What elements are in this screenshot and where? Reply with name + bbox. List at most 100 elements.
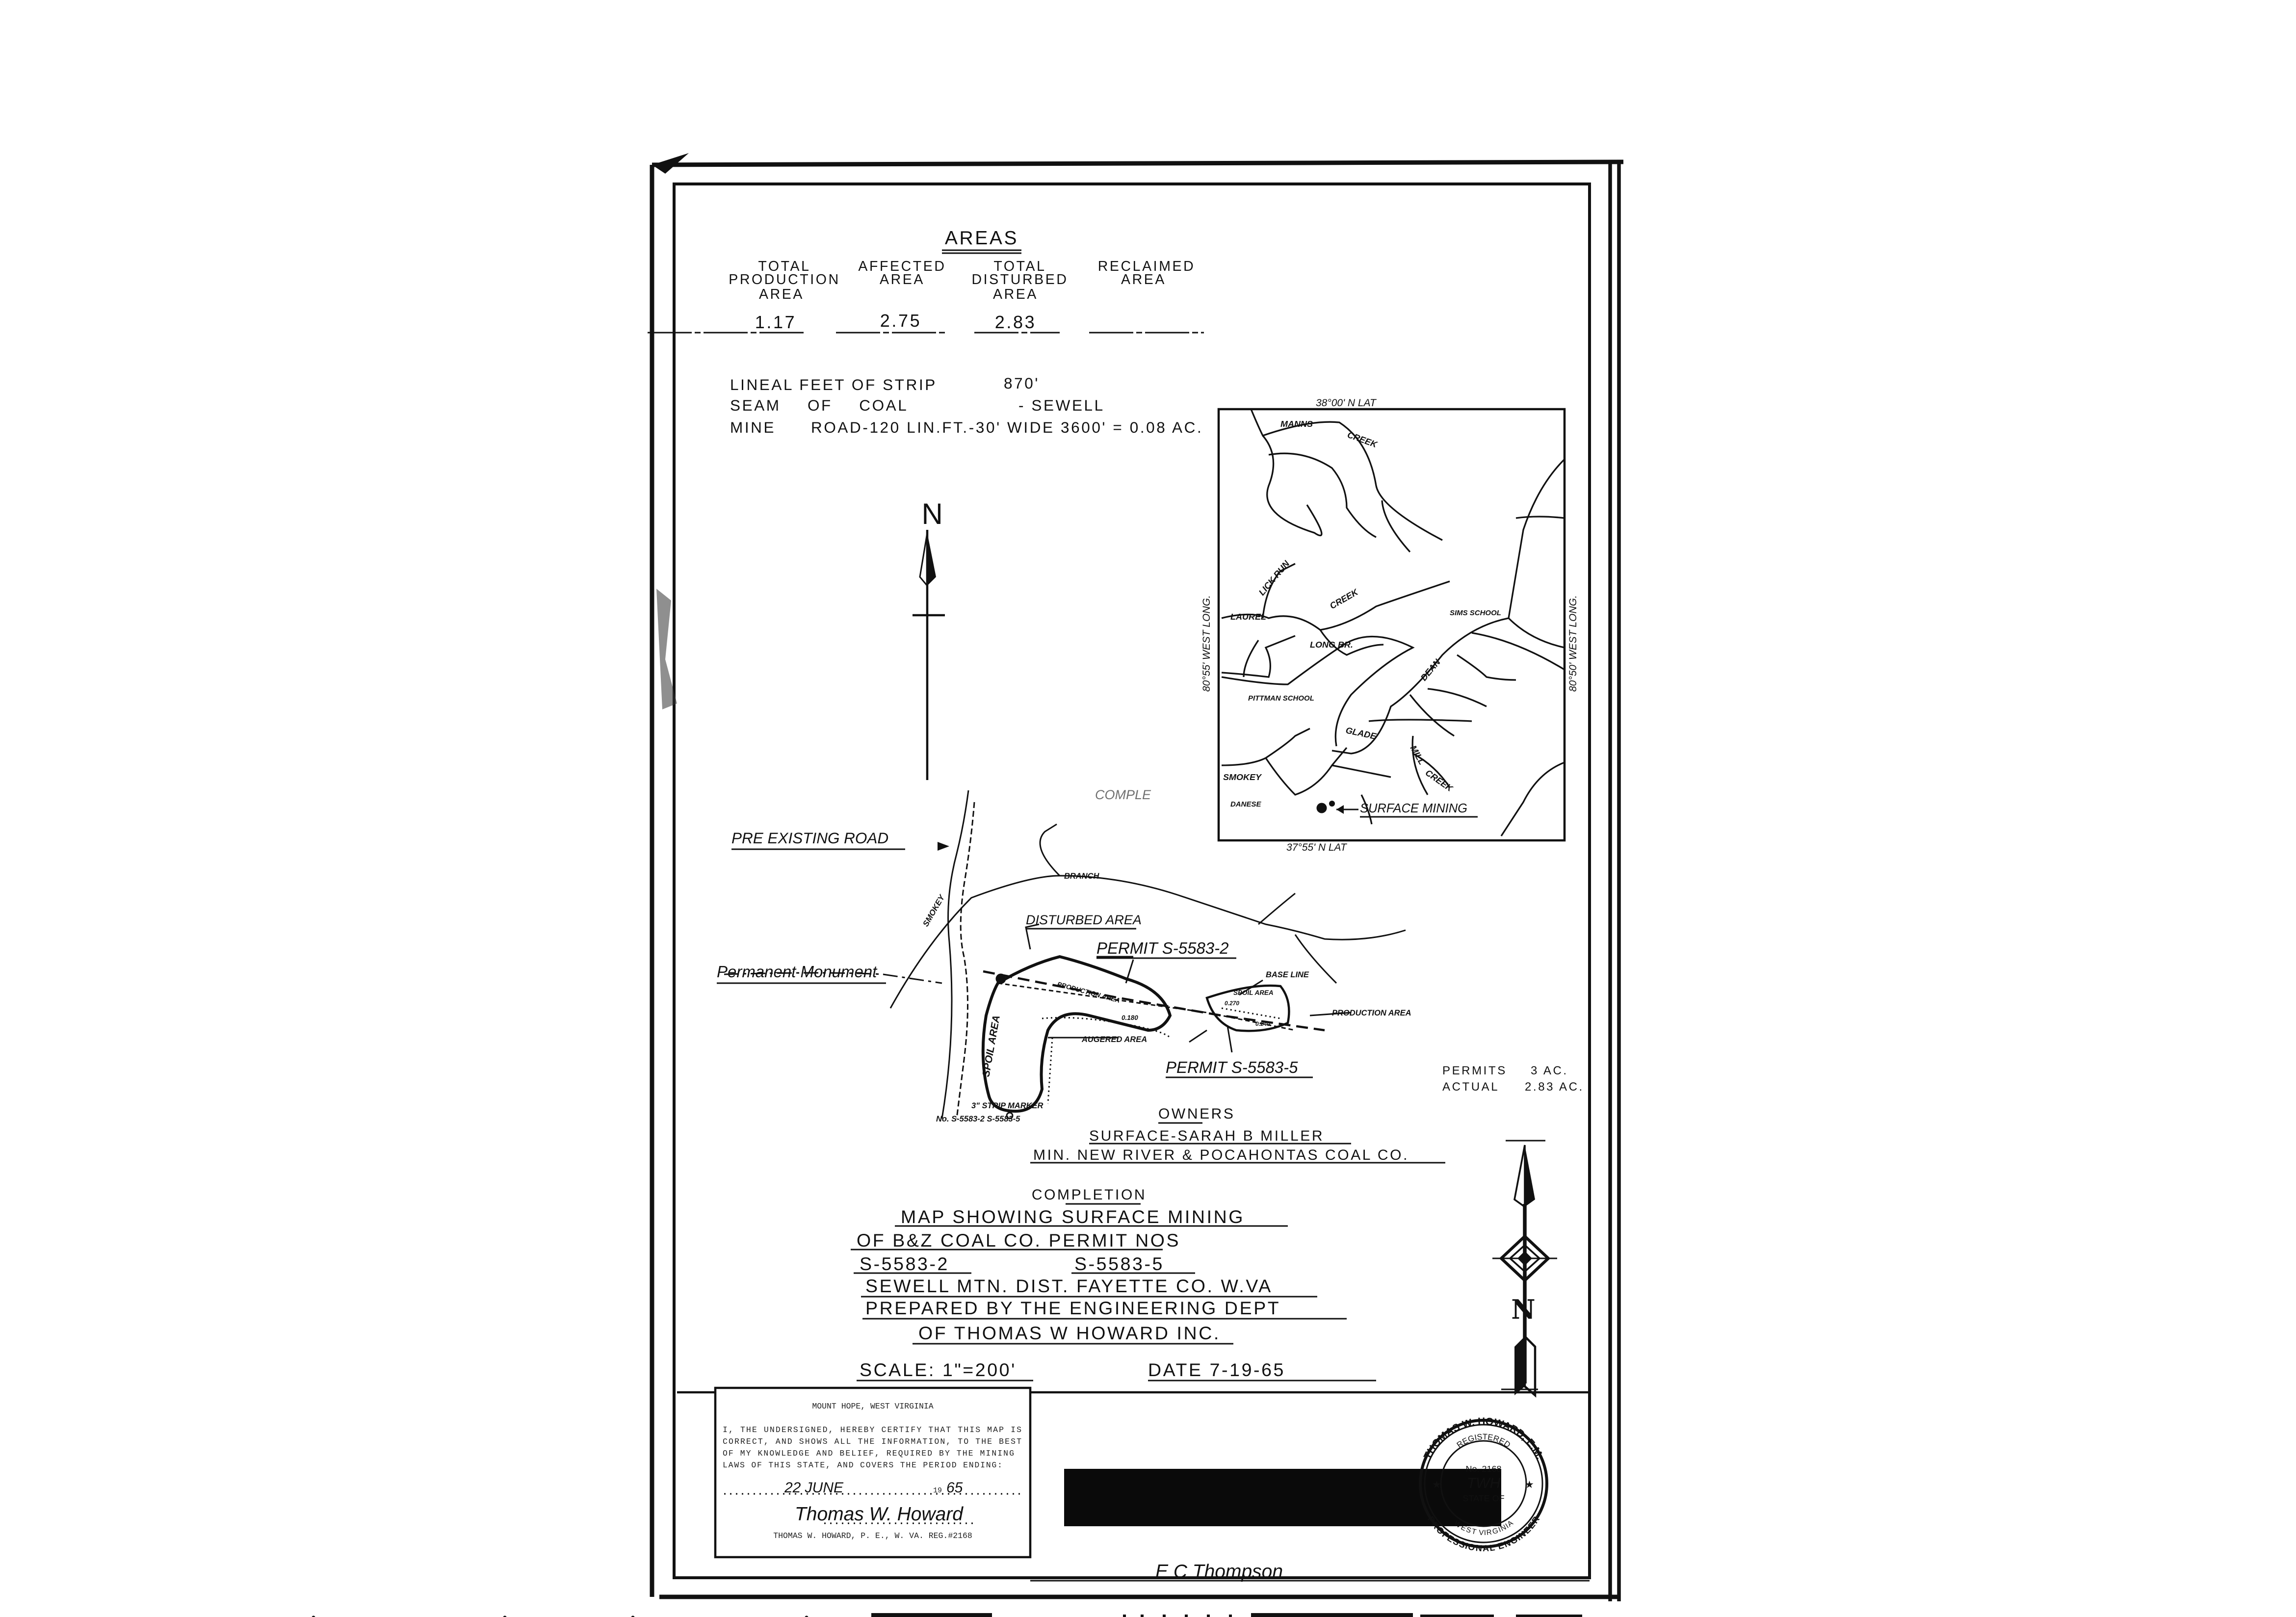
spoil-value: 0.270: [1225, 1000, 1239, 1007]
road-value: ROAD-120 LIN.FT.-30' WIDE 3600' = 0.08 A…: [811, 418, 1203, 436]
engineer-seal: THOMAS W. HOWARD, E.M. PROFESSIONAL ENGI…: [1418, 1416, 1548, 1553]
north-arrow-icon: N: [913, 497, 945, 780]
seam-value: - SEWELL: [1018, 396, 1105, 414]
title-line-1: MAP SHOWING SURFACE MINING: [901, 1206, 1245, 1227]
cert-line: CORRECT, AND SHOWS ALL THE INFORMATION, …: [723, 1437, 1021, 1446]
permit-5-label: PERMIT S-5583-5: [1166, 1058, 1298, 1076]
strip-marker-label: 3" STRIP MARKER: [971, 1101, 1044, 1110]
lat-top: 38°00' N LAT: [1316, 397, 1377, 409]
actual-value: 2.83 AC.: [1525, 1080, 1584, 1094]
permits-summary: PERMITS 3 AC. ACTUAL 2.83 AC.: [1442, 1064, 1584, 1094]
stream-label: MANNS: [1280, 419, 1313, 429]
title-block: COMPLETION MAP SHOWING SURFACE MINING OF…: [851, 1187, 1376, 1382]
branch-label: BRANCH: [1064, 872, 1100, 881]
areas-table: AREAS TOTAL PRODUCTION AREA AFFECTED ARE…: [648, 228, 1204, 334]
cert-line: OF MY KNOWLEDGE AND BELIEF, REQUIRED BY …: [723, 1449, 1014, 1458]
sheet-border: [650, 153, 1624, 1601]
approval-signature: E C Thompson: [1155, 1561, 1283, 1582]
pre-existing-road-label: PRE EXISTING ROAD: [731, 829, 888, 847]
date-label: DATE 7-19-65: [1148, 1359, 1285, 1380]
augered-area-label: AUGERED AREA: [1081, 1035, 1147, 1044]
col-header: DISTURBED: [972, 272, 1069, 287]
area-value: 2.75: [880, 311, 921, 331]
cert-date-century: 19: [933, 1487, 942, 1495]
areas-title: AREAS: [945, 228, 1018, 249]
seal-initials: TWH: [1467, 1475, 1501, 1491]
cert-line: I, THE UNDERSIGNED, HEREBY CERTIFY THAT …: [723, 1425, 1021, 1434]
seam-label: SEAM OF COAL: [730, 396, 908, 414]
col-header: AFFECTED: [858, 259, 946, 274]
area-value: 2.83: [995, 312, 1036, 332]
col-header: AREA: [759, 287, 804, 302]
stream-lines: [1221, 409, 1565, 836]
star-icon: ★: [1525, 1479, 1534, 1490]
seal-registered-text: REGISTERED: [1455, 1433, 1512, 1450]
small-value: 0.240: [1255, 1020, 1270, 1027]
surface-owner: SURFACE-SARAH B MILLER: [1089, 1128, 1324, 1144]
north-label: N: [922, 497, 945, 530]
surface-mining-label: SURFACE MINING: [1360, 802, 1467, 815]
completion-label: COMPLETION: [1032, 1187, 1147, 1203]
site-plan: COMPLE PRE EXISTING ROAD Permanent Monum…: [717, 787, 1411, 1123]
compass-label: N: [1511, 1294, 1535, 1325]
location-inset-map: 38°00' N LAT 37°55' N LAT 80°55' WEST LO…: [1201, 397, 1579, 853]
place-label: DANESE: [1230, 800, 1261, 808]
permit-number-b: S-5583-5: [1074, 1253, 1164, 1274]
col-header: RECLAIMED: [1098, 259, 1196, 274]
actual-label: ACTUAL: [1442, 1080, 1499, 1094]
permits-label: PERMITS: [1442, 1064, 1507, 1077]
stream-label: LICK RUN: [1257, 558, 1292, 597]
col-header: AREA: [880, 272, 925, 287]
permit-2-label: PERMIT S-5583-2: [1096, 939, 1228, 957]
compass-rose-icon: N: [1492, 1140, 1557, 1398]
stream-label: MILL: [1409, 744, 1427, 766]
title-line-5: PREPARED BY THE ENGINEERING DEPT: [865, 1298, 1280, 1318]
place-label: PITTMAN SCHOOL: [1248, 694, 1314, 703]
lat-bottom: 37°55' N LAT: [1286, 842, 1348, 853]
cert-date-year: 65: [946, 1480, 963, 1496]
stream-label: LONG BR.: [1310, 640, 1353, 650]
long-left: 80°55' WEST LONG.: [1201, 595, 1212, 692]
production-area-value: 0.180: [1122, 1014, 1138, 1021]
strip-details: LINEAL FEET OF STRIP 870' SEAM OF COAL -…: [730, 374, 1203, 436]
long-right: 80°50' WEST LONG.: [1567, 595, 1579, 692]
lineal-value: 870': [1004, 374, 1040, 392]
permanent-monument-label: Permanent Monument: [717, 963, 878, 981]
area-value: 1.17: [755, 312, 796, 332]
stream-label: DEAN: [1419, 657, 1443, 683]
col-header: AREA: [993, 287, 1038, 302]
stream-label: SMOKEY: [1223, 772, 1262, 782]
stream-label: LAUREL: [1230, 612, 1266, 622]
lineal-label: LINEAL FEET OF STRIP: [730, 376, 937, 393]
mineral-owner: MIN. NEW RIVER & POCAHONTAS COAL CO.: [1033, 1147, 1409, 1163]
seal-number: No. 2168: [1465, 1464, 1501, 1474]
place-label: SIMS SCHOOL: [1450, 609, 1501, 617]
cert-signer: THOMAS W. HOWARD, P. E., W. VA. REG.#216…: [773, 1531, 972, 1540]
stream-label: CREEK: [1424, 768, 1456, 794]
cert-date-day-month: 22 JUNE: [784, 1480, 844, 1496]
title-line-4: SEWELL MTN. DIST. FAYETTE CO. W.VA: [865, 1276, 1273, 1296]
scan-edge-marks: [312, 1613, 1582, 1617]
road-label: MINE: [730, 418, 776, 436]
faint-text: COMPLE: [1095, 787, 1151, 802]
seal-state-of: STATE OF: [1462, 1493, 1504, 1503]
site-marker-icon: [1316, 803, 1327, 813]
disturbed-area-label: DISTURBED AREA: [1026, 913, 1142, 927]
production-area-label: PRODUCTION AREA: [1332, 1009, 1411, 1017]
edge-smudge: [656, 588, 678, 709]
owners-title: OWNERS: [1158, 1106, 1235, 1122]
title-line-2: OF B&Z COAL CO. PERMIT NOS: [857, 1230, 1180, 1251]
stream-label: CREEK: [1328, 587, 1360, 611]
col-header: TOTAL: [758, 259, 810, 274]
cert-location: MOUNT HOPE, WEST VIRGINIA: [812, 1402, 933, 1411]
certificate-box: MOUNT HOPE, WEST VIRGINIA I, THE UNDERSI…: [714, 1386, 1032, 1559]
scale-label: SCALE: 1"=200': [860, 1359, 1017, 1380]
engineer-signature: Thomas W. Howard: [795, 1504, 964, 1525]
cert-line: LAWS OF THIS STATE, AND COVERS THE PERIO…: [723, 1461, 1002, 1470]
permits-value: 3 AC.: [1531, 1064, 1568, 1077]
smokey-label: SMOKEY: [921, 892, 947, 928]
title-line-6: OF THOMAS W HOWARD INC.: [918, 1323, 1221, 1343]
col-header: AREA: [1121, 272, 1166, 287]
col-header: PRODUCTION: [729, 272, 840, 287]
